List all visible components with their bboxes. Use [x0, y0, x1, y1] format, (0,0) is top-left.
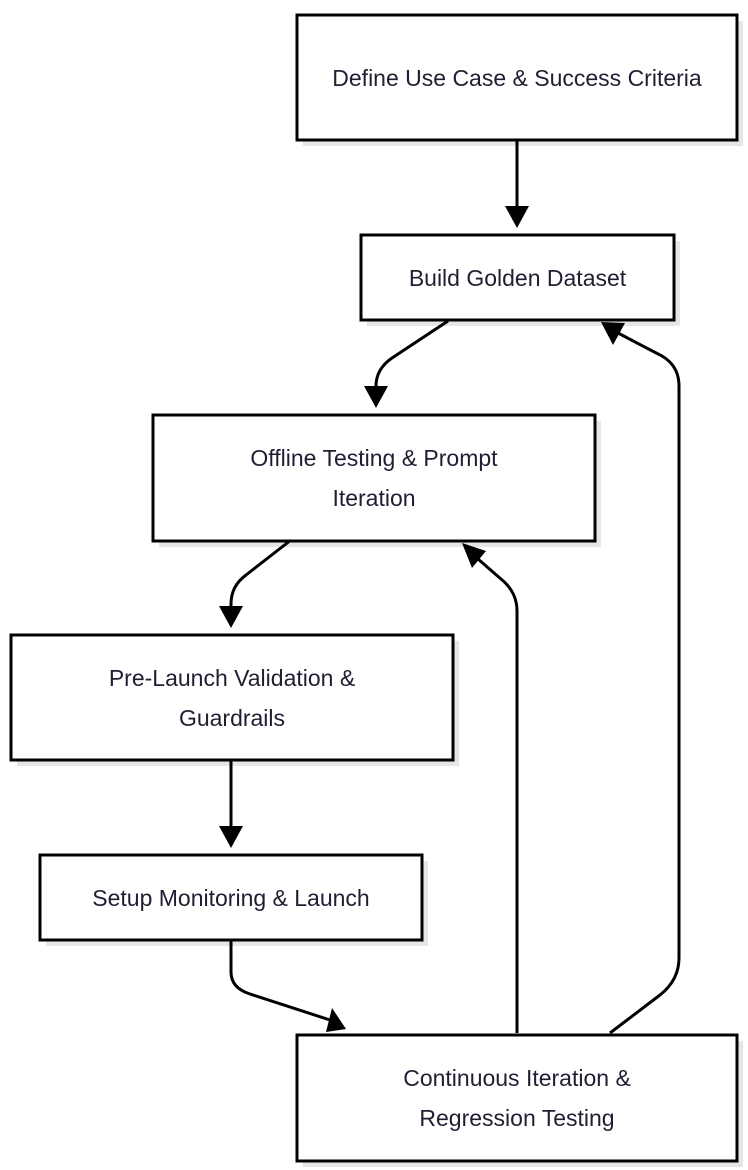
node-box-continuous [295, 1033, 739, 1163]
node-build-golden-dataset-label: Build Golden Dataset [408, 264, 627, 291]
arrowhead-back-offline [462, 543, 486, 568]
edges [219, 140, 681, 1035]
node-pre-launch-validation-label: Pre-Launch Validation & Guardrails [108, 664, 356, 731]
edge-continuous-to-offline [477, 557, 519, 1033]
arrowhead-offline [364, 386, 388, 408]
node-box-define [295, 13, 739, 142]
node-box-offline [151, 413, 597, 543]
node-box-monitoring [38, 853, 424, 942]
node-continuous-iteration: Continuous Iteration & Regression Testin… [297, 1035, 737, 1161]
node-box-golden [359, 233, 676, 322]
node-setup-monitoring: Setup Monitoring & Launch [40, 855, 422, 940]
arrowhead-prelaunch [219, 606, 243, 628]
node-define-use-case-label: Define Use Case & Success Criteria [332, 64, 702, 91]
edge-continuous-to-golden [609, 331, 681, 1035]
arrowhead-continuous [326, 1008, 346, 1032]
edge-offline-to-prelaunch [229, 538, 292, 610]
arrowhead-monitoring [219, 826, 243, 848]
node-shadows [17, 21, 743, 1167]
edge-golden-to-offline [374, 319, 449, 390]
node-define-use-case: Define Use Case & Success Criteria [297, 15, 737, 140]
node-offline-testing-label: Offline Testing & Prompt Iteration [250, 445, 498, 511]
node-pre-launch-validation: Pre-Launch Validation & Guardrails [11, 635, 453, 760]
arrowhead-golden [505, 206, 529, 228]
node-box-prelaunch [9, 633, 455, 762]
arrowhead-back-golden [601, 322, 625, 345]
node-build-golden-dataset: Build Golden Dataset [361, 235, 674, 320]
node-setup-monitoring-label: Setup Monitoring & Launch [92, 884, 370, 911]
edge-monitoring-to-continuous [229, 940, 331, 1022]
node-offline-testing: Offline Testing & Prompt Iteration [153, 415, 595, 541]
node-boxes [9, 13, 739, 1163]
node-continuous-iteration-label: Continuous Iteration & Regression Testin… [403, 1065, 631, 1131]
